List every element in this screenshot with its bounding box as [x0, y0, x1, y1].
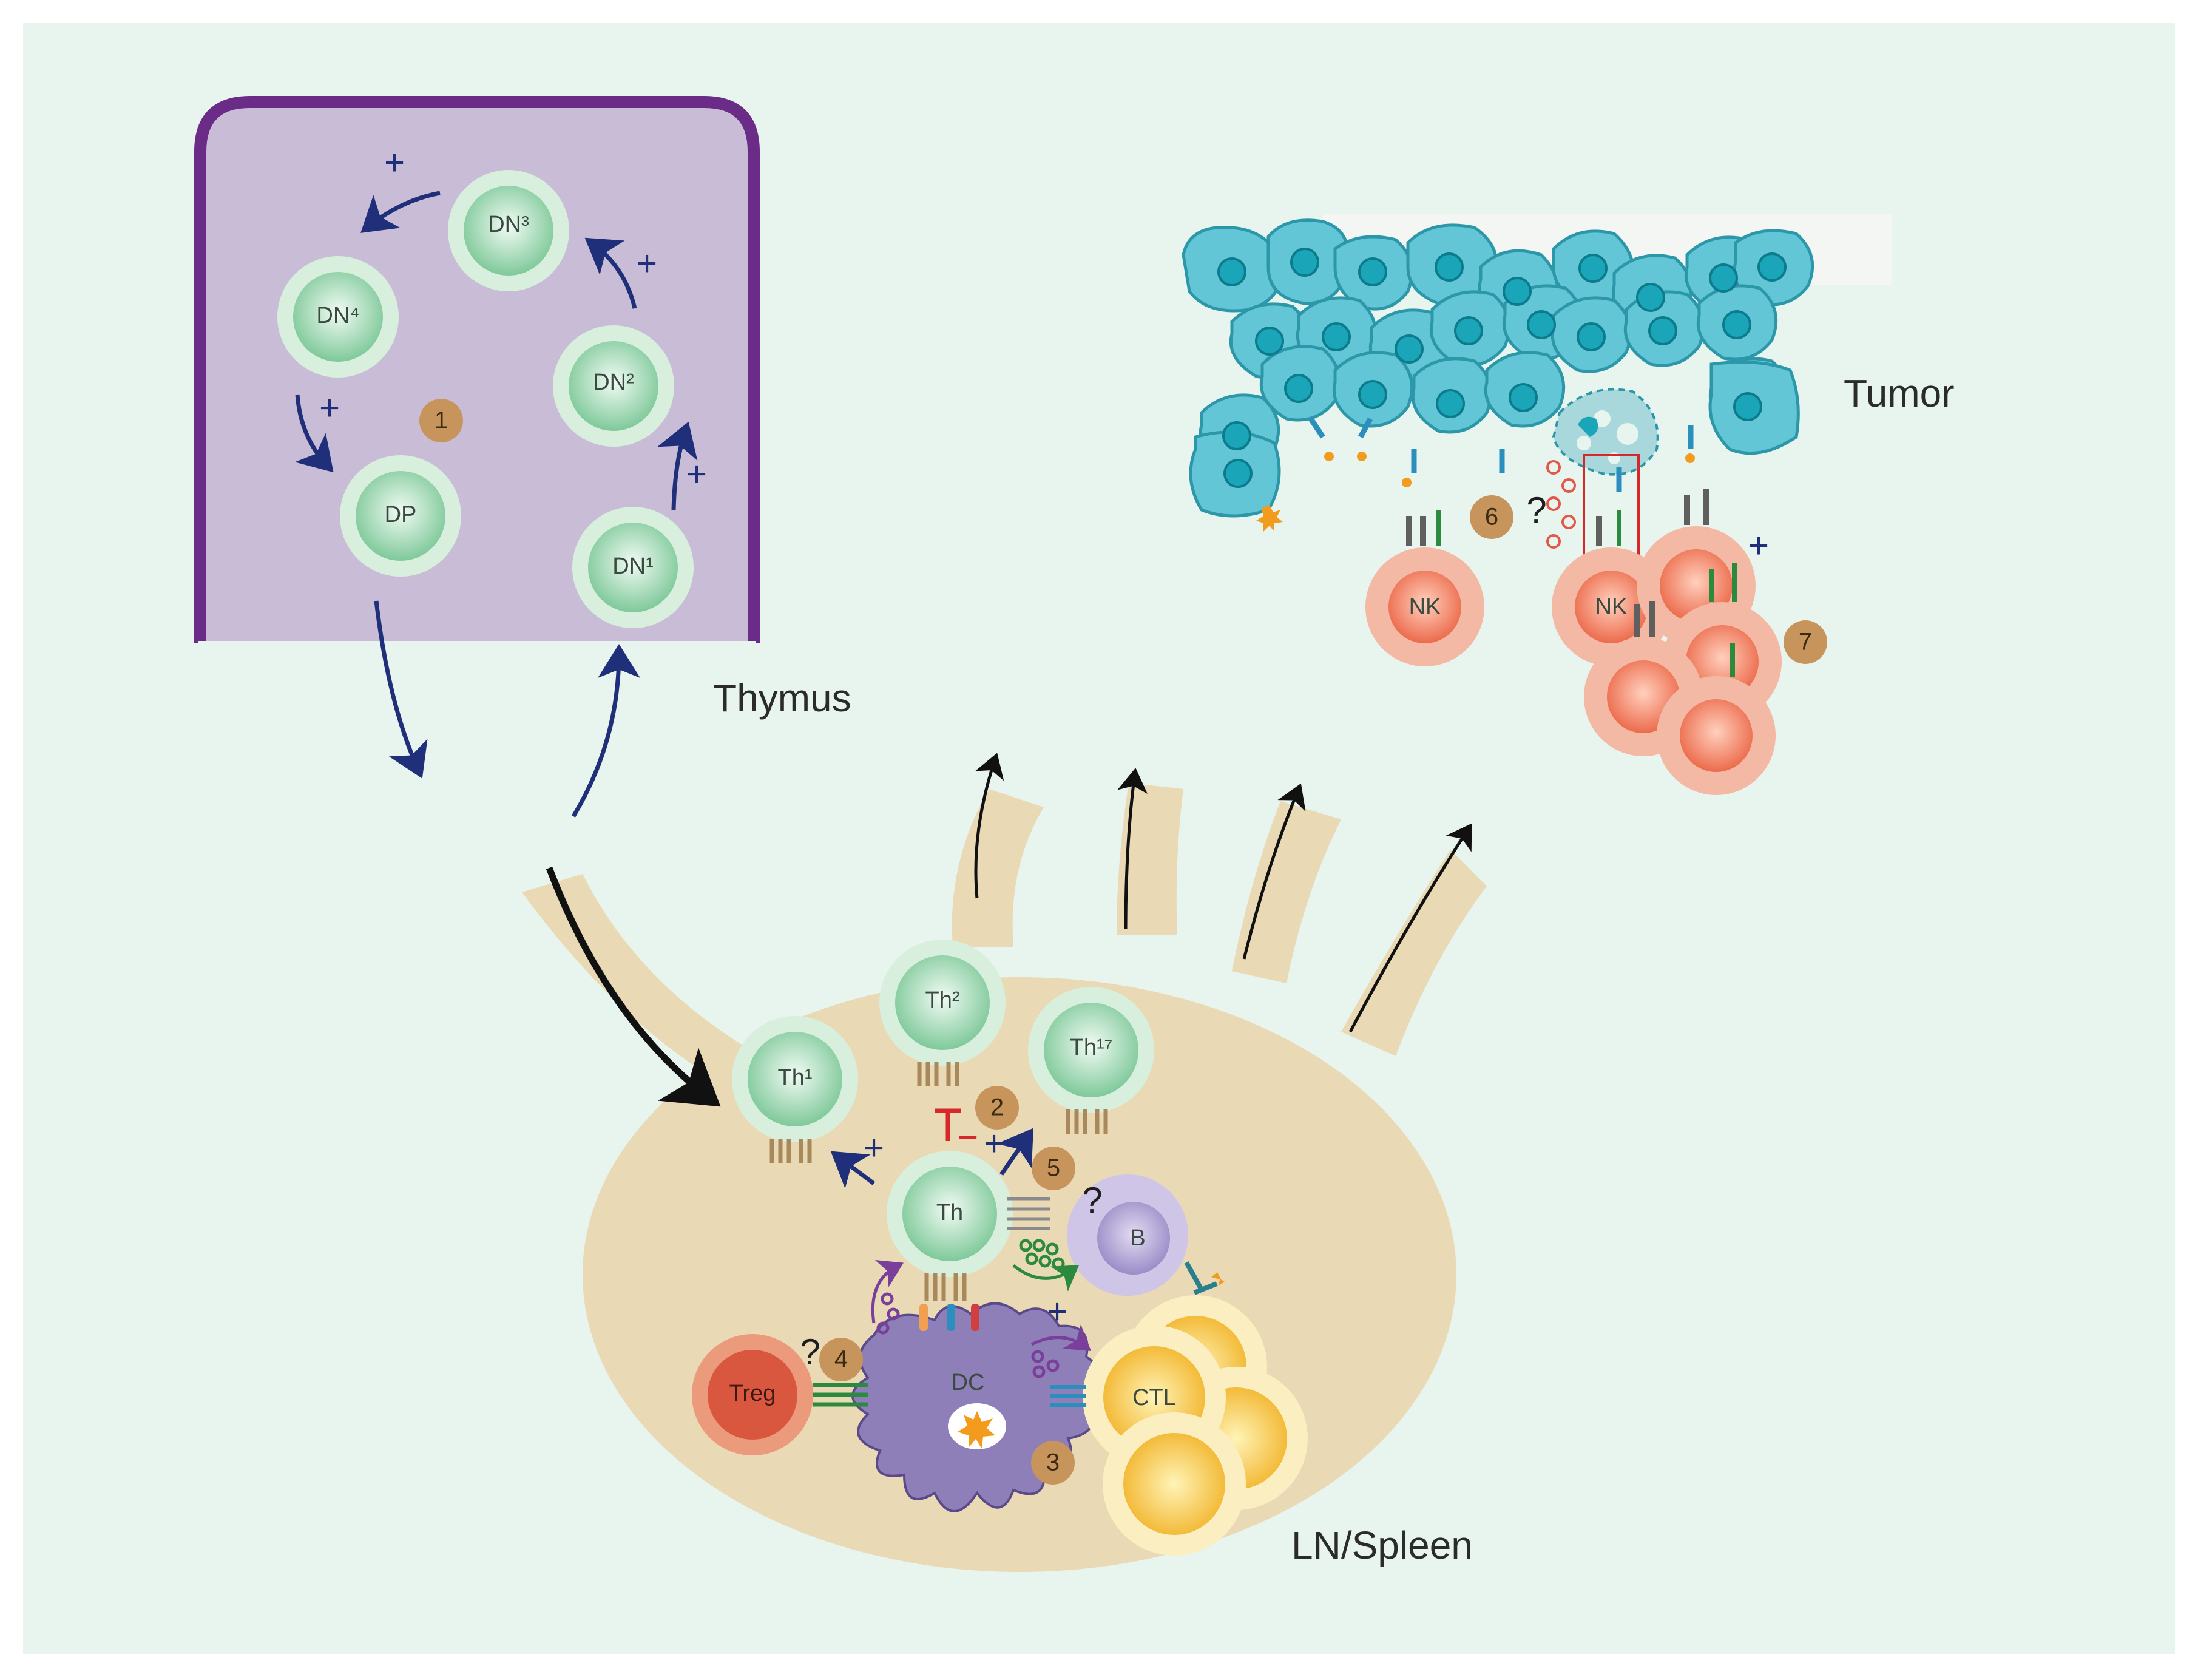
- arrow-th-to-th1: [830, 1151, 876, 1189]
- step-badge-7: 7: [1784, 620, 1827, 664]
- th17-label: Th¹⁷: [1070, 1035, 1113, 1060]
- arrow-dn4-to-dp: [294, 394, 334, 473]
- th-cell: Th: [887, 1151, 1013, 1301]
- th17-cell: Th¹⁷: [1028, 987, 1154, 1134]
- plus-sign: +: [864, 1128, 884, 1167]
- svg-text:2: 2: [990, 1094, 1004, 1121]
- svg-text:7: 7: [1799, 629, 1812, 655]
- dn3-label: DN³: [488, 212, 529, 237]
- efferent-vessel: [1232, 801, 1341, 983]
- dying-tumor-cell: [1552, 388, 1659, 476]
- dn3-cell: DN³: [448, 170, 569, 291]
- plus-sign: +: [319, 388, 340, 427]
- thymus-label: Thymus: [713, 676, 851, 720]
- dp-cell: DP: [340, 455, 461, 577]
- svg-text:3: 3: [1046, 1449, 1060, 1476]
- step-badge-4: 4: [819, 1338, 863, 1381]
- dn1-cell: DN¹: [572, 507, 694, 628]
- th1-cell: Th¹: [732, 1016, 858, 1163]
- treg-label: Treg: [729, 1381, 776, 1406]
- efferent-vessel: [952, 789, 1044, 947]
- step-badge-2: 2: [975, 1086, 1019, 1130]
- dn2-cell: DN²: [553, 325, 674, 447]
- th-label: Th: [936, 1200, 963, 1225]
- question-mark: ?: [800, 1332, 820, 1372]
- plus-sign: +: [1748, 526, 1769, 565]
- arrow-dn2-to-dn3: [584, 237, 637, 309]
- b-label: B: [1130, 1225, 1145, 1251]
- treg-cell: Treg: [692, 1334, 868, 1455]
- efferent-vessel: [1117, 783, 1183, 935]
- arrow-th-to-b: [1012, 1264, 1080, 1292]
- cytokine-dots-purple: [876, 1292, 1060, 1378]
- nk-expanded-cluster: [1584, 489, 1782, 795]
- svg-text:1: 1: [435, 407, 448, 434]
- inhibition-th2: [935, 1108, 961, 1141]
- ln-spleen-label: LN/Spleen: [1291, 1523, 1473, 1567]
- ctl-cluster: CTL: [1050, 1295, 1308, 1556]
- nk-cell: NK: [1365, 510, 1484, 666]
- dn4-label: DN⁴: [316, 303, 359, 328]
- dn2-label: DN²: [593, 370, 634, 395]
- dc-label: DC: [952, 1370, 985, 1395]
- minus-sign: −: [958, 1117, 978, 1157]
- plus-sign: +: [1047, 1292, 1067, 1331]
- arrow-exit-ln: [1348, 823, 1472, 1033]
- thymus-region: DN³ DN⁴ DN² DP DN¹ + + + +: [194, 96, 851, 818]
- afferent-vessel: [522, 874, 783, 1068]
- question-mark: ?: [1082, 1180, 1102, 1221]
- plus-sign: +: [686, 454, 707, 493]
- svg-text:6: 6: [1485, 504, 1498, 530]
- nk-label: NK: [1595, 594, 1628, 620]
- arrow-exit-ln: [1242, 783, 1306, 960]
- tumor-label: Tumor: [1844, 371, 1955, 415]
- svg-text:5: 5: [1047, 1155, 1060, 1182]
- perforin-granules: [1546, 460, 1576, 549]
- dp-label: DP: [385, 502, 417, 527]
- plus-sign: +: [637, 243, 657, 283]
- step-badge-5: 5: [1032, 1147, 1075, 1190]
- arrow-th-to-th17: [996, 1128, 1033, 1176]
- arrow-exit-ln: [1117, 768, 1148, 929]
- arrow-dc-to-th: [871, 1260, 904, 1324]
- tumor-region: NK NK + ? 6 7: [1182, 214, 1955, 795]
- arrow-dc-to-ctl: [1030, 1324, 1092, 1351]
- arrow-thymus-exit: [374, 600, 428, 779]
- th1-label: Th¹: [778, 1065, 813, 1091]
- arrow-dn3-to-dn4: [360, 191, 441, 233]
- arrow-exit-ln: [974, 753, 1004, 899]
- step-badge-1: 1: [419, 399, 463, 442]
- svg-text:4: 4: [834, 1346, 848, 1373]
- step-badge-6: 6: [1470, 495, 1513, 539]
- dn1-label: DN¹: [612, 554, 654, 579]
- plus-sign: +: [384, 143, 405, 182]
- arrow-entry-ln: [546, 867, 721, 1107]
- ln-spleen-region: Th¹ Th² Th¹⁷ Th + + − 2: [522, 753, 1487, 1572]
- question-mark: ?: [1526, 490, 1546, 530]
- ctl-label: CTL: [1132, 1385, 1176, 1411]
- arrow-thymus-entry: [571, 644, 640, 818]
- tumor-antigens: [1256, 452, 1695, 532]
- b-cell: B: [1067, 1174, 1225, 1296]
- nk-label: NK: [1409, 594, 1441, 620]
- th2-label: Th²: [925, 987, 960, 1013]
- efferent-vessel: [1341, 850, 1487, 1056]
- dn4-cell: DN⁴: [277, 256, 399, 378]
- thymus-organ: [194, 96, 760, 643]
- arrow-dn1-to-dn2: [657, 421, 698, 510]
- th2-cell: Th²: [879, 940, 1006, 1086]
- tumor-nuclei: [1217, 248, 1787, 488]
- plus-sign: +: [984, 1123, 1004, 1163]
- step-badge-3: 3: [1031, 1441, 1075, 1485]
- tumor-ligands: [1308, 417, 1694, 492]
